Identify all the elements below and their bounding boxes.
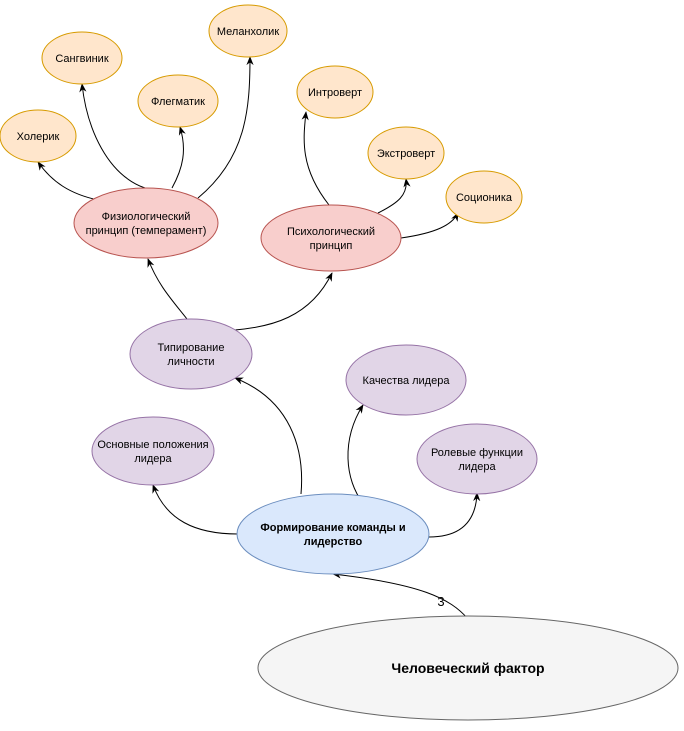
node-shape xyxy=(257,615,679,721)
node-shape xyxy=(445,170,523,224)
node-choleric[interactable]: Холерик xyxy=(0,109,77,163)
node-shape xyxy=(91,416,215,486)
node-shape xyxy=(137,74,219,128)
node-phlegmatic[interactable]: Флегматик xyxy=(137,74,219,128)
node-label: Меланхолик xyxy=(217,26,279,38)
node-shape xyxy=(416,423,538,495)
edge-physio-choleric xyxy=(37,161,99,201)
node-shape xyxy=(73,187,219,259)
node-shape xyxy=(41,31,123,85)
edge-physio-melancholic xyxy=(197,56,254,199)
node-label: Флегматик xyxy=(151,96,205,108)
edge-human_factor-team xyxy=(332,571,469,620)
node-leader_qualities[interactable]: Качества лидера xyxy=(345,344,467,416)
node-label: Человеческий фактор xyxy=(391,660,544,676)
node-shape xyxy=(236,493,430,575)
edge-psycho-extrovert xyxy=(377,178,411,214)
edge-team-leader_roles xyxy=(428,492,481,538)
node-shape xyxy=(129,318,253,390)
edge-team-leader_qualities xyxy=(347,404,364,504)
node-label: Качества лидера xyxy=(363,375,451,387)
edge-psycho-socionics xyxy=(400,212,459,239)
node-socionics[interactable]: Соционика xyxy=(445,170,523,224)
node-shape xyxy=(260,204,402,272)
node-shape xyxy=(367,126,445,180)
node-introvert[interactable]: Интроверт xyxy=(296,65,374,119)
edge-physio-sanguine xyxy=(79,83,146,189)
node-label: Интроверт xyxy=(308,87,362,99)
node-melancholic[interactable]: Меланхолик xyxy=(208,4,288,58)
node-extrovert[interactable]: Экстроверт xyxy=(367,126,445,180)
node-label: Соционика xyxy=(456,192,513,204)
node-label: Экстроверт xyxy=(377,148,435,160)
node-shape xyxy=(208,4,288,58)
node-label: Сангвиник xyxy=(55,53,108,65)
node-shape xyxy=(345,344,467,416)
edge-team-typing xyxy=(234,377,303,495)
node-human_factor[interactable]: Человеческий фактор xyxy=(257,615,679,721)
node-shape xyxy=(296,65,374,119)
edge-psycho-introvert xyxy=(301,111,330,206)
edge-typing-psycho xyxy=(234,272,333,331)
edge-physio-phlegmatic xyxy=(171,126,186,189)
edge-team-leader_basics xyxy=(152,484,239,535)
node-shape xyxy=(0,109,77,163)
edge-typing-physio xyxy=(147,258,188,320)
edge-label: 3 xyxy=(437,594,444,609)
node-sanguine[interactable]: Сангвиник xyxy=(41,31,123,85)
node-label: Холерик xyxy=(17,131,60,143)
